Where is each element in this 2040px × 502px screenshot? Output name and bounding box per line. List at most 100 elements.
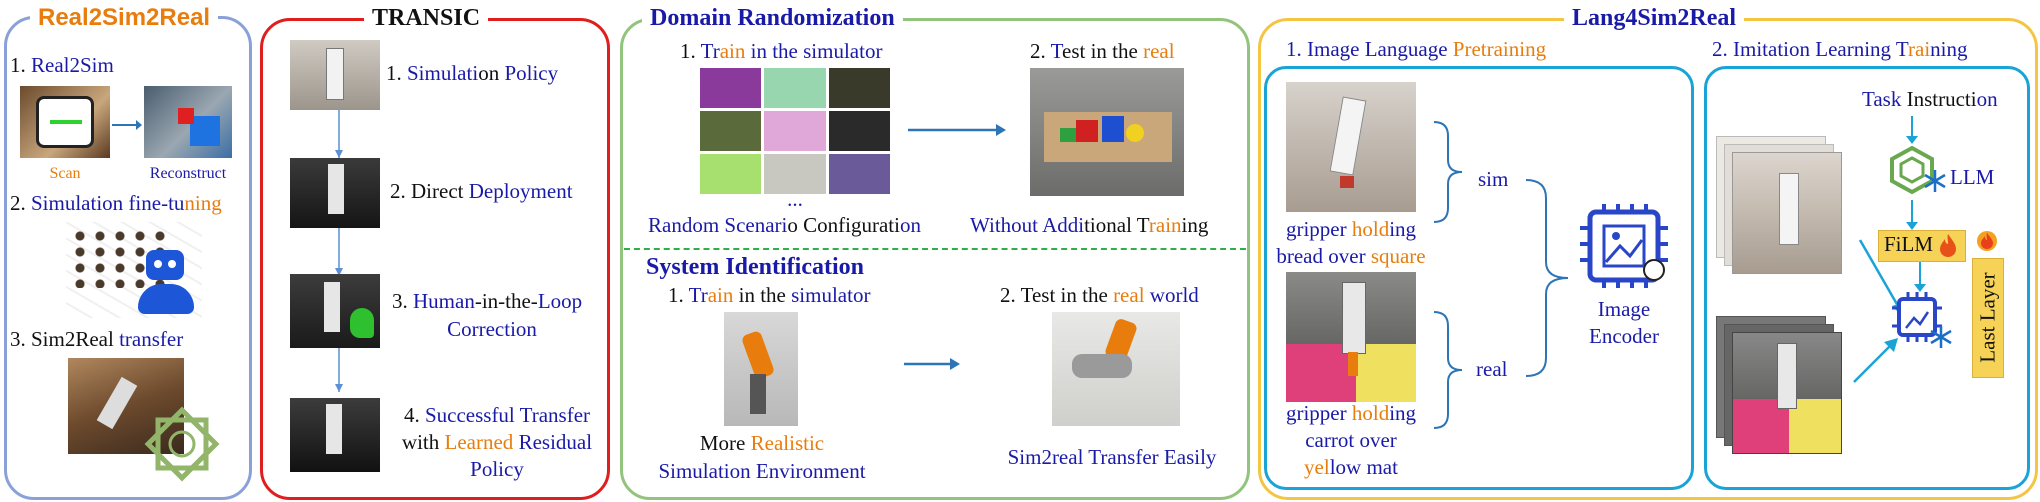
transic-image-4: [290, 398, 380, 472]
snowflake-icon: [1924, 170, 1946, 192]
ellipsis: ...: [787, 187, 803, 211]
panel-domain-randomization: [620, 18, 1250, 500]
dr-test-label: 2. Test in the real: [1030, 39, 1175, 63]
step-sim2real-transfer: 3. Sim2Real transfer: [10, 327, 184, 351]
robot-icon: [138, 250, 194, 316]
real-arm-grey: [1072, 354, 1132, 378]
robot-head: [146, 250, 184, 280]
image-encoder-label-2: Encoder: [1589, 324, 1659, 348]
scene-tile: [764, 68, 826, 108]
task-instruction-label: Task Instruction: [1862, 87, 1998, 111]
real-table-image: [1030, 68, 1184, 196]
simulation-environment-label: Simulation Environment: [658, 459, 866, 483]
scene-tile: [700, 68, 762, 108]
sysid-sim-image: [724, 312, 798, 426]
scene-tile: [700, 111, 762, 151]
sim-gripper-image: [1286, 82, 1416, 212]
phone-frame: [36, 96, 94, 148]
transic-step-1: 1. Simulation Policy: [386, 61, 559, 85]
film-label: FiLM: [1884, 232, 1934, 256]
robot-eye-left: [154, 260, 162, 268]
arm-3: [324, 282, 340, 332]
transic-step-3: 3. Human-in-the-Loop: [392, 289, 583, 313]
block-red: [1076, 120, 1098, 142]
sim-arm-orange: [740, 329, 776, 381]
sysid-test-label: 2. Test in the real world: [1000, 283, 1199, 307]
arrow-scan-to-reconstruct: [112, 120, 142, 130]
frame-arm: [1779, 173, 1799, 245]
randomized-scenes-grid: [700, 68, 890, 194]
transic-image-3: [290, 274, 380, 348]
without-training-label: Without Additional Training: [970, 213, 1209, 237]
image-encoder-icon: [1580, 204, 1668, 288]
arrow-task-to-llm: [1906, 116, 1918, 144]
robot-body: [138, 284, 194, 314]
sysid-real-image: [1052, 312, 1180, 426]
transic-image-1: [290, 40, 380, 110]
frame-mat-yellow: [1789, 399, 1841, 453]
reconstruct-image: [144, 86, 232, 158]
policy-head-icon: [1892, 292, 1942, 342]
brace-merge: [1525, 179, 1569, 377]
scene-tile: [828, 68, 890, 108]
imitation-box: [1704, 66, 2030, 490]
sim-bread: [1340, 176, 1354, 188]
robot-eye-right: [168, 260, 176, 268]
frame-arm: [1777, 343, 1797, 409]
imitation-label: 2. Imitation Learning Training: [1712, 37, 1968, 61]
llm-cube-icon: [1890, 145, 1934, 195]
sim-arm-base: [750, 374, 766, 414]
scan-line: [50, 120, 82, 124]
sysid-train-label: 1. Train in the simulator: [668, 283, 871, 307]
last-layer-label: Last Layer: [1975, 272, 2000, 363]
real-caption-line2: carrot over: [1305, 428, 1397, 452]
frame-front: [1732, 332, 1842, 454]
carrot: [1348, 352, 1358, 376]
scene-tile: [700, 154, 762, 194]
panel-title-lang4sim2real: Lang4Sim2Real: [1564, 6, 1745, 30]
arrow-real-frames-to-head: [1853, 338, 1898, 383]
arrow-sysid: [904, 358, 960, 370]
real-caption-line1: gripper holding: [1285, 401, 1417, 425]
finetuning-image: [66, 222, 202, 318]
transic-flow-line: [335, 100, 343, 392]
transfer-robot-arm: [96, 376, 138, 430]
scene-tile: [764, 154, 826, 194]
real-gripper-image: [1286, 272, 1416, 402]
panel-title-domain-randomization: Domain Randomization: [642, 6, 903, 30]
panel-title-real2sim2real: Real2Sim2Real: [30, 6, 219, 30]
last-layer-box: [1972, 258, 2004, 378]
section-divider: [624, 248, 1246, 250]
label-sim: sim: [1478, 167, 1509, 191]
transic-step-2: 2. Direct Deployment: [390, 179, 573, 203]
arrow-film-to-head: [1914, 262, 1926, 292]
reconstructed-object-red: [178, 108, 194, 124]
sim-gripper-arm: [1329, 96, 1367, 176]
step-simulation-finetuning: 2. Simulation fine-tuning: [10, 191, 222, 215]
transic-step-4-line3: Policy: [470, 457, 524, 481]
sim-caption-line2: bread over square: [1276, 244, 1426, 268]
arrow-llm-to-film: [1906, 200, 1918, 230]
more-realistic-label: More Realistic: [699, 431, 825, 455]
star-emblem-icon: [144, 406, 220, 482]
human-head-icon: [350, 308, 374, 338]
real-gripper-arm: [1342, 282, 1366, 354]
scene-tile: [764, 111, 826, 151]
label-real: real: [1476, 357, 1508, 381]
arm-2: [328, 164, 344, 214]
transic-step-3-line2: Correction: [447, 317, 537, 341]
fire-icon-2: [1977, 231, 1997, 251]
transic-step-4: 4. Successful Transfer: [403, 403, 591, 427]
reconstruct-label: Reconstruct: [149, 165, 227, 182]
frame-front: [1732, 152, 1842, 274]
real-caption-line3: yellow mat: [1304, 455, 1398, 479]
scan-image: [20, 86, 110, 158]
transic-image-2: [290, 158, 380, 228]
transfer-image: [68, 358, 184, 454]
arm-4: [326, 404, 342, 454]
arrow-dr: [908, 124, 1006, 136]
panel-title-transic: TRANSIC: [364, 6, 489, 30]
snowflake-icon-2: [1930, 326, 1952, 348]
arm-1: [326, 48, 344, 100]
stacked-frames-2: [1716, 316, 1846, 454]
